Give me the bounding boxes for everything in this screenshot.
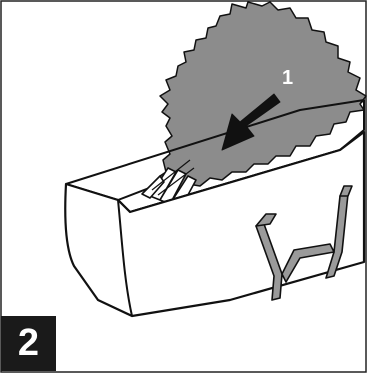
bag-handle-strap: [255, 185, 353, 301]
artificial-tree-foliage: [157, 1, 367, 193]
branch-line: [151, 159, 191, 191]
bag-top-edge: [65, 99, 365, 185]
callout-number-1: 1: [282, 67, 293, 89]
branch-line: [157, 167, 195, 196]
insert-arrow-icon: [221, 93, 281, 151]
step-number-badge: 2: [1, 316, 56, 371]
bag-corner-edge: [117, 199, 133, 317]
